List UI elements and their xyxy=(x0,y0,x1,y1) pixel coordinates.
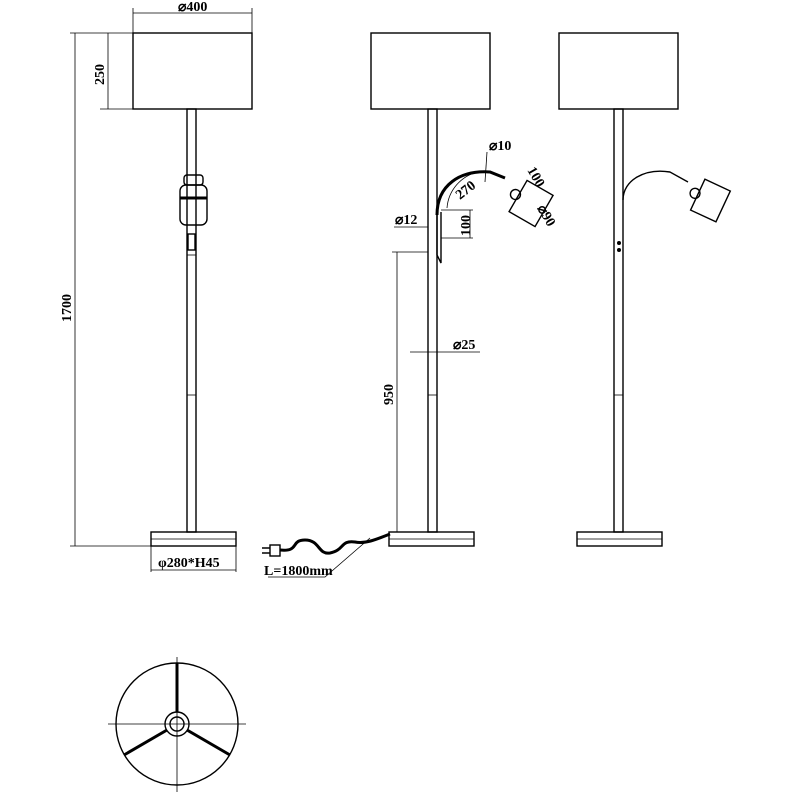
dim-head-length: 100 xyxy=(524,165,547,191)
base-bottom-view xyxy=(108,657,246,792)
lamp-pole xyxy=(427,108,438,533)
flexible-arm xyxy=(435,170,506,216)
reading-head xyxy=(508,179,555,228)
dim-arm-mount: ⌀12 xyxy=(395,213,417,228)
lamp-shade xyxy=(558,32,679,110)
dim-shade-diameter: ⌀400 xyxy=(178,0,207,15)
lamp-shade xyxy=(370,32,491,110)
switch-housing xyxy=(179,184,208,226)
lamp-side-view-dimensioned: ⌀10 270 100 ⌀90 ⌀12 100 ⌀25 950 xyxy=(370,32,558,547)
lamp-side-view xyxy=(558,32,732,547)
lamp-pole xyxy=(613,108,624,533)
dim-head-diameter: ⌀90 xyxy=(534,203,558,230)
lamp-front-view: ⌀400 250 1700 φ280*H45 xyxy=(60,0,253,572)
dim-shade-height: 250 xyxy=(93,64,108,85)
dim-pole-diameter: ⌀25 xyxy=(453,338,475,353)
dimmer-knob xyxy=(187,233,196,251)
dim-base: φ280*H45 xyxy=(158,556,220,571)
dim-switch-height: 950 xyxy=(382,384,397,405)
dim-arm-tube: ⌀10 xyxy=(489,139,511,154)
flexible-arm xyxy=(622,170,689,201)
dim-total-height: 1700 xyxy=(60,294,75,322)
dim-cable-length: L=1800mm xyxy=(264,564,333,579)
reading-head xyxy=(689,178,732,223)
dim-arm-offset: 100 xyxy=(459,215,474,236)
lamp-shade xyxy=(132,32,253,110)
dim-arm-angle: 270 xyxy=(453,178,479,203)
lamp-pole xyxy=(186,108,197,533)
power-cable: L=1800mm xyxy=(262,532,391,579)
